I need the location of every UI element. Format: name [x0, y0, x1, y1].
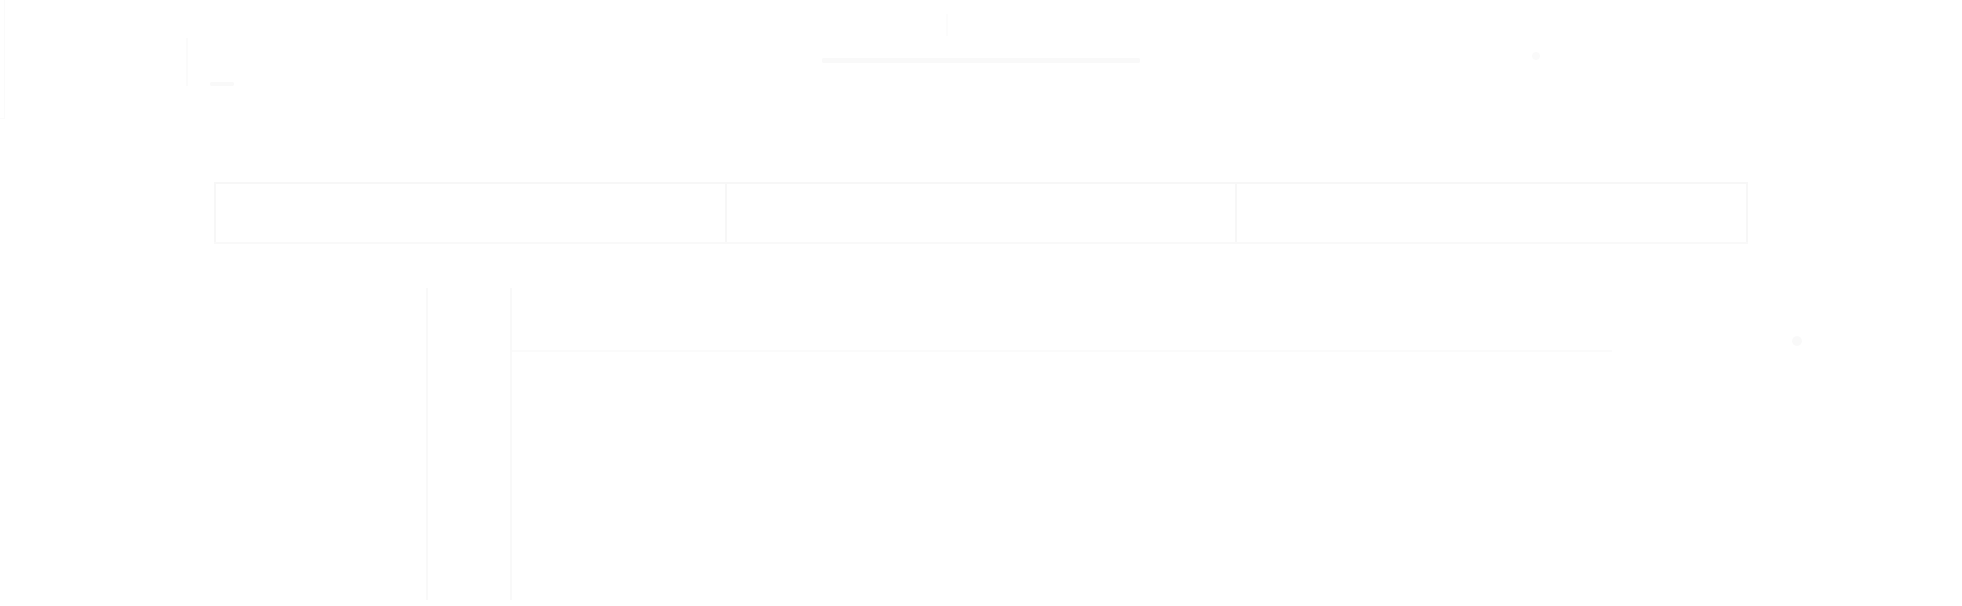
header-status-dot: [1532, 52, 1540, 60]
header-search-underline[interactable]: [822, 58, 1140, 63]
header-separator: [946, 14, 948, 36]
content-divider: [510, 288, 512, 600]
main-content-panel: [512, 290, 1802, 590]
tab-second[interactable]: [724, 184, 1236, 242]
sidebar-divider: [426, 288, 428, 600]
tab-third[interactable]: [1235, 184, 1749, 242]
header-logo-mark: [210, 82, 234, 86]
tab-first[interactable]: [214, 184, 725, 242]
content-indicator: [1792, 336, 1802, 346]
header-divider: [186, 38, 188, 86]
tab-bar: [214, 182, 1749, 244]
content-rule: [512, 350, 1612, 352]
window-frame: [0, 0, 5, 119]
